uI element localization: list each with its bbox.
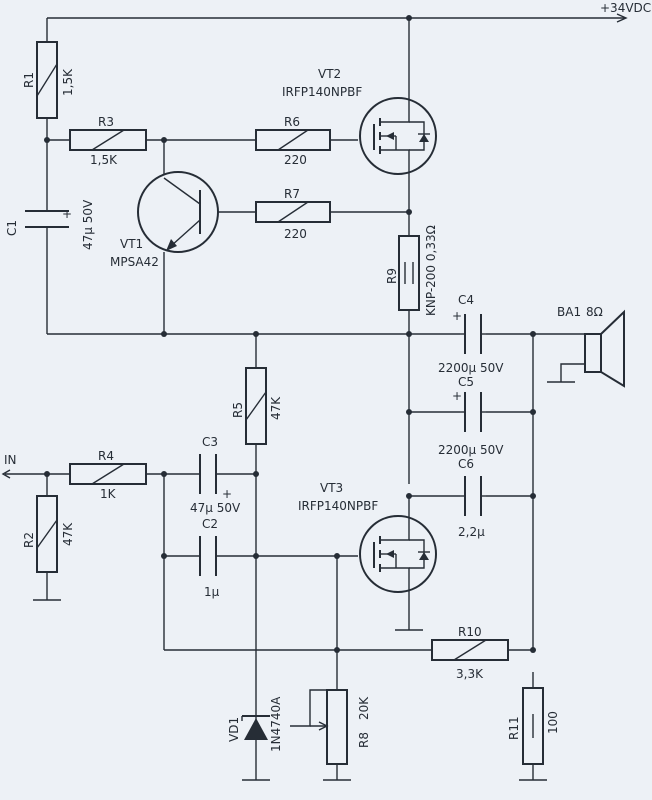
r8-name: R8 (357, 732, 371, 748)
c4-value: 2200µ 50V (438, 361, 504, 375)
r5-name: R5 (231, 402, 245, 418)
vt1-name: VT1 (120, 237, 143, 251)
c2-name: C2 (202, 517, 218, 531)
c3-name: C3 (202, 435, 218, 449)
r7-name: R7 (284, 187, 300, 201)
r11-name: R11 (507, 716, 521, 740)
capacitor-c6 (460, 476, 486, 516)
supply-label: +34VDC (600, 1, 651, 15)
r2-value: 47K (61, 522, 75, 546)
r2-name: R2 (22, 532, 36, 548)
mosfet-vt3 (359, 496, 437, 593)
r7-value: 220 (284, 227, 307, 241)
zener-vd1 (241, 715, 270, 740)
capacitor-c4 (460, 314, 486, 354)
c4-plus: + (452, 309, 462, 323)
r4-value: 1K (100, 487, 117, 501)
r8-value: 20K (357, 696, 371, 720)
r5-value: 47K (269, 396, 283, 420)
c6-value: 2,2µ (458, 525, 485, 539)
ba1-name: BA1 (557, 305, 581, 319)
c1-value: 47µ 50V (81, 199, 95, 250)
junction-dots (44, 15, 536, 653)
vt2-part: IRFP140NPBF (282, 85, 362, 99)
r9-name: R9 (385, 268, 399, 284)
ba1-value: 8Ω (586, 305, 603, 319)
resistor-r5 (245, 367, 267, 445)
r10-value: 3,3K (456, 667, 484, 681)
vt1-part: MPSA42 (110, 255, 159, 269)
r4-name: R4 (98, 449, 114, 463)
r3-name: R3 (98, 115, 114, 129)
potentiometer-r8 (310, 689, 348, 765)
resistor-r9 (398, 235, 420, 311)
c5-plus: + (452, 389, 462, 403)
resistor-r2 (36, 495, 58, 573)
c6-name: C6 (458, 457, 474, 471)
resistor-r6 (255, 129, 331, 151)
c2-value: 1µ (204, 585, 220, 599)
resistor-r1 (36, 41, 58, 119)
resistor-r3 (69, 129, 147, 151)
c1-plus: + (62, 207, 72, 221)
r1-name: R1 (22, 72, 36, 88)
resistor-r11 (522, 687, 544, 765)
c3-plus: + (222, 487, 232, 501)
r9-value: KNP-200 0,33Ω (424, 225, 438, 316)
r10-name: R10 (458, 625, 482, 639)
r6-name: R6 (284, 115, 300, 129)
vd1-part: 1N4740A (269, 696, 283, 752)
transistor-vt1 (137, 171, 219, 253)
r11-value: 100 (546, 711, 560, 734)
resistor-r7 (255, 201, 331, 223)
input-label: IN (4, 453, 17, 467)
r1-value: 1,5K (61, 68, 75, 96)
labels: +34VDC IN VT1 MPSA42 VT2 IRFP140NPBF VT3… (4, 1, 651, 752)
capacitor-c3 (199, 454, 217, 494)
resistor-r4 (69, 463, 147, 485)
c5-value: 2200µ 50V (438, 443, 504, 457)
capacitor-c5 (460, 392, 486, 432)
c4-name: C4 (458, 293, 474, 307)
speaker-ba1 (584, 309, 625, 388)
c3-value: 47µ 50V (190, 501, 241, 515)
r6-value: 220 (284, 153, 307, 167)
r3-value: 1,5K (90, 153, 118, 167)
c5-name: C5 (458, 375, 474, 389)
c1-name: C1 (5, 220, 19, 236)
vt2-name: VT2 (318, 67, 341, 81)
capacitor-c1 (25, 198, 69, 240)
vd1-name: VD1 (227, 717, 241, 742)
capacitor-c2 (199, 536, 217, 576)
vt3-part: IRFP140NPBF (298, 499, 378, 513)
resistor-r10 (431, 639, 509, 661)
wires (1, 13, 628, 781)
vt3-name: VT3 (320, 481, 343, 495)
mosfet-vt2 (359, 97, 437, 175)
